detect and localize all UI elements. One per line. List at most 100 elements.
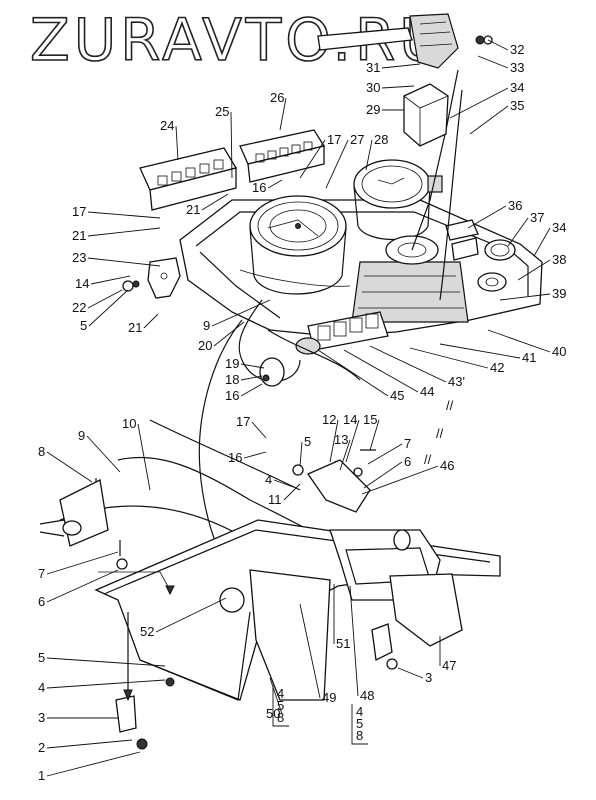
leader-line-c4b	[273, 479, 297, 489]
leader-line-c16b	[243, 451, 267, 459]
leader-line-c20	[213, 321, 245, 347]
leader-line-c23	[87, 257, 161, 267]
callout-c40: 40	[552, 344, 566, 359]
indicator-cluster	[445, 219, 516, 292]
leader-line-c17a	[87, 211, 161, 219]
callout-c4a: 4	[38, 680, 45, 695]
leader-line-c27	[325, 139, 349, 189]
leader-line-c22	[87, 289, 123, 309]
leader-line-c49	[299, 603, 321, 699]
leader-line-c34a	[449, 87, 509, 119]
leader-line-c16c	[267, 179, 283, 189]
callout-c23: 23	[72, 250, 86, 265]
leader-line-c35	[469, 105, 509, 135]
callout-c7a: 7	[38, 566, 45, 581]
leader-line-c44	[343, 349, 419, 393]
callout-c31: 31	[366, 60, 380, 75]
leader-line-c15	[369, 419, 380, 451]
leader-line-c12	[329, 419, 339, 463]
callout-c17a: 17	[72, 204, 86, 219]
callout-c42: 42	[490, 360, 504, 375]
callout-c52: 52	[140, 624, 154, 639]
callout-c46: 46	[440, 458, 454, 473]
leader-line-c11	[283, 483, 301, 501]
callout-c12: 12	[322, 412, 336, 427]
leader-line-c21a	[87, 227, 161, 237]
callout-c10: 10	[122, 416, 136, 431]
callout-c21c: 21	[128, 320, 142, 335]
leader-line-c5a	[46, 657, 166, 667]
tachometer-gauge	[353, 159, 443, 241]
leader-line-c5c	[299, 441, 303, 467]
leader-line-c32	[487, 39, 509, 51]
callout-c34b: 34	[552, 220, 566, 235]
callout-c35: 35	[510, 98, 524, 113]
leader-line-c39	[499, 293, 551, 301]
callout-c8: 8	[38, 444, 45, 459]
callout-c24: 24	[160, 118, 174, 133]
leader-line-c36	[467, 205, 507, 229]
leader-line-c40	[487, 329, 551, 353]
callout-c9b: 9	[203, 318, 210, 333]
lower-frame	[94, 519, 501, 733]
stack-s1-item-1: 5	[277, 698, 284, 713]
callout-c5b: 5	[80, 318, 87, 333]
clamp-19	[259, 357, 285, 387]
callout-c29: 29	[366, 102, 380, 117]
leader-line-c1	[46, 751, 141, 777]
leader-line-c3b	[397, 667, 424, 679]
callout-c3b: 3	[425, 670, 432, 685]
leader-line-c26	[279, 97, 287, 131]
leader-line-c21c	[143, 313, 159, 329]
callout-c13: 13	[334, 432, 348, 447]
leader-line-c14a	[345, 419, 360, 463]
leader-line-c19	[240, 363, 265, 369]
callout-c26: 26	[270, 90, 284, 105]
callout-c32: 32	[510, 42, 524, 57]
callout-c47: 47	[442, 658, 456, 673]
break-mark-b3: //	[424, 452, 432, 467]
column-switch	[317, 13, 493, 69]
callout-c6b: 6	[404, 454, 411, 469]
callout-c43: 43'	[448, 374, 465, 389]
stack-s2-item-0: 4	[356, 704, 363, 719]
leader-line-c28	[365, 139, 373, 171]
callout-c30: 30	[366, 80, 380, 95]
callout-c44: 44	[420, 384, 434, 399]
leader-line-c34b	[533, 227, 551, 257]
leader-line-c25	[230, 111, 233, 179]
leader-line-c8	[46, 451, 93, 483]
break-mark-b1: //	[446, 398, 454, 413]
leader-line-c41	[439, 343, 521, 359]
leader-line-c33	[477, 55, 509, 69]
callout-c48: 48	[360, 688, 374, 703]
speedometer-gauge	[249, 195, 347, 295]
callout-c7b: 7	[404, 436, 411, 451]
leader-line-c7b	[367, 443, 403, 465]
callout-c27: 27	[350, 132, 364, 147]
callout-c16a: 16	[225, 388, 239, 403]
leader-line-c31	[381, 63, 421, 69]
leader-line-c16a	[240, 383, 263, 397]
stack-s2-item-2: 8	[356, 728, 363, 743]
callout-c5a: 5	[38, 650, 45, 665]
callout-c41: 41	[522, 350, 536, 365]
warning-lamp-block-right	[239, 129, 326, 183]
callout-c11: 11	[268, 492, 282, 507]
callout-c22: 22	[72, 300, 86, 315]
callout-c17c: 17	[327, 132, 341, 147]
leader-line-c18	[240, 375, 263, 381]
stack-bracket-s1	[272, 686, 289, 727]
leader-line-c45	[317, 349, 389, 397]
callout-c16c: 16	[252, 180, 266, 195]
leader-line-c17c	[299, 139, 326, 179]
bracket-11	[307, 459, 371, 513]
leader-line-c5b	[88, 289, 129, 327]
callout-c6a: 6	[38, 594, 45, 609]
warning-lamp-block-left	[139, 147, 238, 211]
leader-line-c17b	[251, 421, 267, 439]
callout-c21a: 21	[72, 228, 86, 243]
callout-c5c: 5	[304, 434, 311, 449]
